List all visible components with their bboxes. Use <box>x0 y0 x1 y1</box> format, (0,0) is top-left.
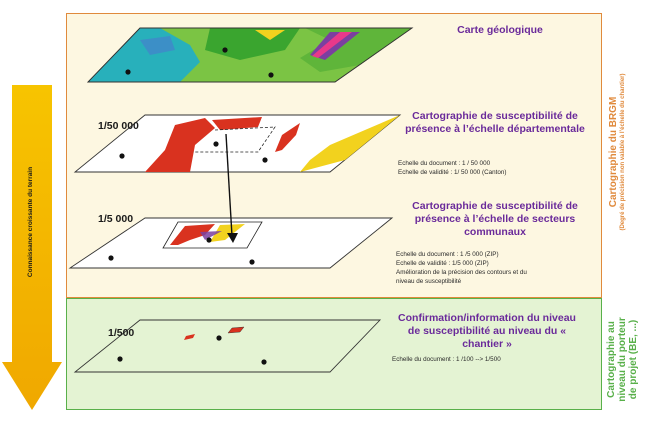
knowledge-arrow-label: Connaissance croissante du terrain <box>27 166 34 278</box>
knowledge-arrow <box>2 85 62 410</box>
layer-title-site: Confirmation/information du niveau de su… <box>398 312 576 350</box>
site-plane <box>73 319 382 373</box>
site-side-label: Cartographie au niveau du porteur de pro… <box>606 307 639 412</box>
brgm-side-label: Cartographie du BRGM (Degré de précision… <box>608 42 627 262</box>
note-dept-1: Echelle de validité : 1/ 50 000 (Canton) <box>398 169 507 176</box>
scale-label-dept: 1/50 000 <box>98 120 139 132</box>
brgm-side-sub: (Degré de précision non valable à l’éche… <box>620 73 626 231</box>
note-communal-0: Echelle du document : 1 /5 000 (ZIP) <box>396 251 499 258</box>
site-side-line-0: Cartographie au <box>606 321 617 398</box>
layer-title-communal: Cartographie de susceptibilité de présen… <box>412 200 578 238</box>
note-communal-2: Amélioration de la précision des contour… <box>396 269 527 276</box>
site-side-line-2: de projet (BE, ...) <box>628 319 639 400</box>
note-dept-0: Echelle du document : 1 / 50 000 <box>398 160 491 167</box>
communal-plane <box>68 217 394 269</box>
note-communal-1: Echelle de validité : 1/5 000 (ZIP) <box>396 260 489 267</box>
geology-plane <box>86 27 414 83</box>
site-side-line-1: niveau du porteur <box>617 317 628 402</box>
brgm-side-main: Cartographie du BRGM <box>608 96 619 208</box>
dept-plane <box>73 114 402 173</box>
layer-title-geology: Carte géologique <box>457 24 543 36</box>
note-site-0: Echelle du document : 1 /100 --> 1/500 <box>392 356 501 363</box>
layer-title-dept: Cartographie de susceptibilité de présen… <box>405 110 585 135</box>
zoom-arrow <box>225 133 238 243</box>
note-communal-3: niveau de susceptibilité <box>396 278 462 285</box>
scale-label-communal: 1/5 000 <box>98 213 134 225</box>
scale-label-site: 1/500 <box>108 327 135 339</box>
